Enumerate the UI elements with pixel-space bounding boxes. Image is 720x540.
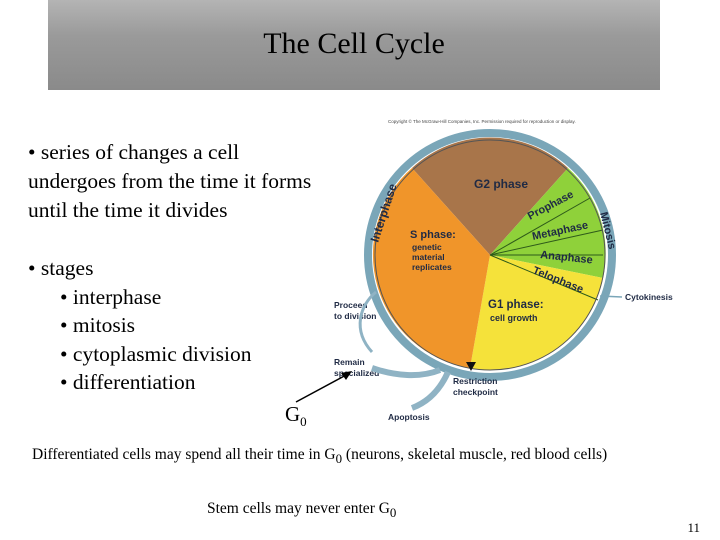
restriction-label: checkpoint [453,387,498,397]
proceed-arrow [358,290,377,354]
s-wedge [372,168,490,368]
s-desc-line: replicates [412,262,452,272]
proceed-label: Proceed [334,300,368,310]
g0-arrow-line [295,373,349,403]
page-number: 11 [687,520,700,535]
bullet-definition: • series of changes a cell undergoes fro… [28,140,312,222]
stage-item: • differentiation [60,370,196,394]
remain-arrow [371,365,442,379]
divider [489,254,599,301]
slide-title: The Cell Cycle [263,27,445,60]
wheel-outline [374,139,606,371]
divider [489,229,604,256]
s-desc-line: genetic [412,242,442,252]
outer-ring [364,129,616,381]
g0-arrow-head [341,371,352,380]
title-bar: The Cell Cycle [48,0,660,90]
footnote-differentiated: Differentiated cells may spend all their… [32,446,608,467]
remain-label: Remain [334,357,365,367]
stages-heading: • stages [28,256,94,280]
apoptosis-arrow [410,370,451,411]
proceed-label: to division [334,311,377,321]
copyright-text: Copyright © The McGraw-Hill Companies, I… [388,118,576,124]
s-phase-label: S phase: [410,229,456,241]
divider [489,197,591,256]
stage-item: • cytoplasmic division [60,341,252,366]
stage-item: • mitosis [60,313,136,337]
bullet-stages: • stages • interphase • mitosis • cytopl… [28,254,251,397]
apoptosis-label: Apoptosis [388,412,430,422]
g1-wedge [470,255,603,370]
s-desc-line: material [412,252,445,262]
restriction-label: Restriction [453,376,497,386]
cytokinesis-pointer [599,295,623,298]
checkpoint-marker [466,362,476,371]
g2-label: G2 phase [474,177,528,191]
g1-desc: cell growth [490,313,538,323]
cytokinesis-label: Cytokinesis [625,292,673,302]
anaphase-label: Anaphase [540,249,594,266]
mitosis-wedge [490,168,606,278]
footnote-stem-cells: Stem cells may never enter G0 [207,500,397,521]
g0-label: G0 [285,402,307,430]
g2-wedge [412,137,568,255]
g1-label: G1 phase: [488,299,544,311]
stage-item: • interphase [60,284,162,309]
remain-label: specialized [334,368,379,378]
